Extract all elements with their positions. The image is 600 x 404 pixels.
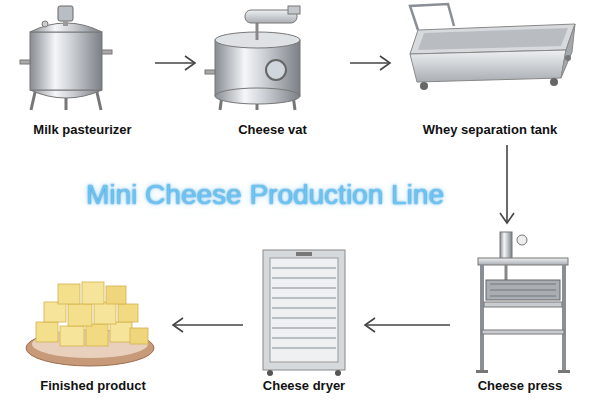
illustration-part	[130, 328, 148, 344]
machine-node: Finished product	[18, 272, 168, 396]
illustration-part	[102, 50, 112, 54]
illustration-part	[63, 20, 68, 26]
illustration-part	[272, 268, 336, 348]
illustration-part	[60, 326, 84, 346]
pasteurizer-drawing	[20, 6, 112, 110]
illustration-part	[410, 4, 454, 30]
illustration-part	[482, 330, 564, 334]
flow-arrow	[350, 62, 390, 64]
illustration-part	[110, 322, 132, 342]
illustration-part	[30, 90, 102, 98]
illustration-part	[82, 282, 104, 304]
illustration-part	[118, 304, 138, 322]
illustration-part	[558, 370, 570, 373]
illustration-part	[270, 258, 338, 362]
illustration-part	[490, 284, 556, 296]
illustration-part	[20, 60, 30, 64]
illustration-part	[562, 265, 566, 372]
illustration-part	[58, 284, 80, 304]
step-label: Finished product	[40, 378, 145, 393]
cheese-dryer-drawing	[263, 250, 345, 376]
illustration-part	[565, 55, 571, 61]
illustration-part	[30, 32, 102, 90]
whey-tank-drawing	[410, 4, 575, 90]
illustration-part	[500, 232, 512, 260]
illustration-part	[94, 302, 116, 324]
illustration-part	[480, 265, 484, 372]
illustration-part	[256, 22, 259, 40]
machine-node: Cheese dryer	[248, 243, 360, 396]
illustration-part	[44, 302, 66, 322]
illustration-part	[215, 88, 300, 104]
step-label: Cheese dryer	[263, 378, 345, 393]
illustration-part	[505, 265, 508, 280]
step-label: Whey separation tank	[423, 122, 557, 137]
machine-node: Milk pasteurizer	[15, 4, 150, 140]
step-label: Cheese vat	[238, 122, 307, 137]
step-label: Cheese press	[478, 378, 563, 393]
cheese-vat-drawing	[205, 6, 300, 110]
illustration-part	[65, 98, 68, 110]
illustration-part	[420, 82, 428, 90]
illustration-part	[561, 24, 575, 78]
illustration-part	[68, 304, 92, 326]
illustration-part	[36, 282, 148, 346]
illustration-part	[106, 286, 126, 304]
illustration-part	[335, 370, 341, 376]
illustration-part	[86, 324, 108, 346]
illustration-part	[267, 370, 273, 376]
machine-node: Whey separation tank	[395, 4, 585, 140]
illustration-part	[205, 70, 215, 74]
illustration-part	[478, 258, 568, 265]
cheese-plate-drawing	[26, 282, 154, 366]
illustration-part	[550, 78, 558, 86]
illustration-part	[58, 6, 73, 21]
illustration-part	[296, 252, 312, 256]
illustration-part	[418, 28, 568, 50]
machine-node: Cheese press	[455, 228, 585, 396]
cheese-press-drawing	[476, 232, 570, 373]
illustration-part	[484, 302, 562, 307]
illustration-part	[476, 370, 488, 373]
illustration-part	[263, 250, 345, 370]
flow-arrow	[155, 62, 195, 64]
flow-arrow	[506, 145, 508, 223]
illustration-part	[42, 21, 48, 27]
machine-node: Cheese vat	[200, 4, 345, 140]
flow-arrow	[173, 324, 243, 326]
illustration-part	[517, 235, 527, 245]
step-label: Milk pasteurizer	[33, 122, 131, 137]
diagram-title: Mini Cheese Production Line	[30, 178, 500, 212]
illustration-part	[410, 24, 575, 54]
flow-arrow	[365, 324, 450, 326]
illustration-part	[36, 322, 58, 342]
illustration-part	[266, 60, 286, 80]
illustration-part	[410, 50, 566, 82]
illustration-part	[486, 280, 560, 300]
illustration-part	[288, 6, 300, 14]
